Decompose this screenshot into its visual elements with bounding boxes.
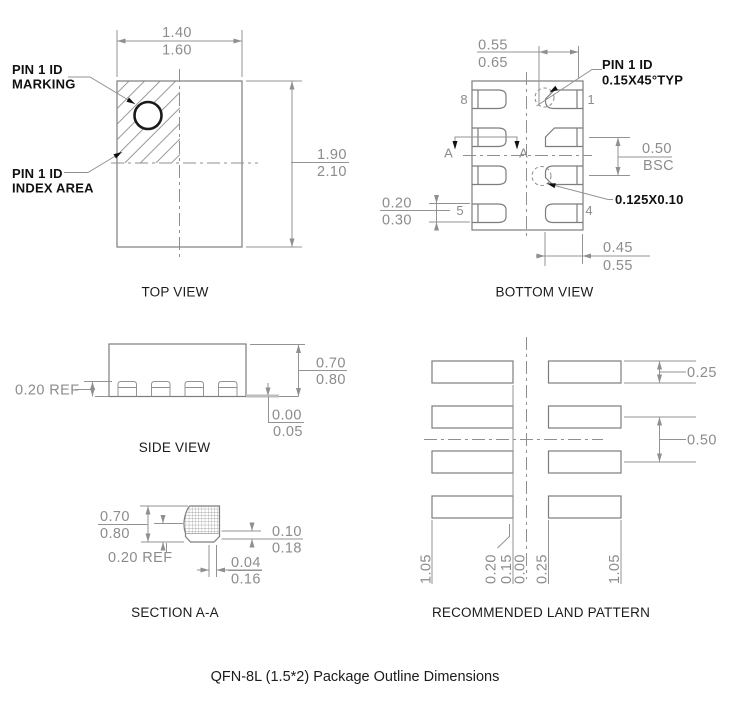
pin1-index-label-line1: PIN 1 ID: [12, 166, 63, 181]
land-dim-1-05-right: 1.05: [607, 554, 623, 584]
dim-standoff-max: 0.05: [273, 424, 303, 440]
pin-number-4: 4: [585, 203, 592, 218]
pin1-index-label-line2: INDEX AREA: [12, 181, 94, 196]
land-pad-height-label: 0.25: [687, 365, 717, 381]
section-aa: 0.70 0.80 0.20 REF 0.10 0.18: [98, 505, 303, 620]
top-view: 1.40 1.60 1.90 2.10 PIN 1 ID M: [12, 25, 349, 300]
land-pattern-extension-lines: [431, 385, 622, 584]
pad-width-dimension: 0.20 0.30: [380, 195, 470, 231]
dim-lead-thickness-max: 0.18: [272, 541, 302, 557]
dim-width-min: 1.60: [162, 43, 192, 59]
lead-section-outline: [183, 505, 221, 543]
pin-number-1: 1: [587, 92, 594, 107]
dim-height-min: 2.10: [317, 164, 347, 180]
lead-thickness-dimension: 0.10 0.18: [221, 522, 303, 557]
standoff-dimension: 0.00 0.05: [265, 383, 304, 440]
lead-height-dimension: 0.20 REF: [15, 381, 112, 399]
side-view-leads: [117, 381, 238, 397]
dim-lead-tip-max: 0.16: [231, 572, 261, 588]
side-view-title: SIDE VIEW: [139, 440, 211, 455]
right-pads: [544, 89, 583, 224]
section-cut-marker: A A: [444, 136, 528, 161]
land-pattern: 1.05 0.20 0.15 0.00 0.25 1.05 0.25 0.50 …: [419, 337, 717, 620]
pin1-marking-label-line1: PIN 1 ID: [12, 62, 63, 77]
corner-feature-detail-circle: [531, 166, 552, 186]
dim-lead-tip-min: 0.04: [231, 555, 261, 571]
land-pattern-bottom-dims: 1.05 0.20 0.15 0.00 0.25 1.05: [419, 554, 624, 584]
pad-length-dimension: 0.45 0.55: [536, 232, 650, 274]
dim-pad-width-min: 0.20: [382, 196, 412, 212]
top-view-title: TOP VIEW: [141, 285, 208, 300]
lead-section-hatched-body: [183, 506, 220, 534]
lead-ref-label: 0.20 REF: [15, 383, 79, 399]
pin1-id-label-line2: 0.15X45°TYP: [602, 73, 683, 88]
land-dim-0-25: 0.25: [535, 554, 551, 584]
land-pattern-title: RECOMMENDED LAND PATTERN: [432, 605, 650, 620]
land-dim-0-20: 0.20: [484, 554, 500, 584]
land-pitch-dimension: 0.50: [624, 416, 717, 463]
dim-standoff-min: 0.00: [272, 408, 302, 424]
corner-feature-leader: [546, 181, 613, 200]
dim-pitch-value: 0.50: [642, 141, 672, 157]
dim-section-height-max: 0.80: [100, 526, 130, 542]
pin1-index-leader: [64, 149, 124, 173]
pin1-chamfer-detail-circle: [534, 87, 555, 108]
pin1-id-label-line1: PIN 1 ID: [602, 57, 653, 72]
dim-body-height-min: 0.70: [316, 356, 346, 372]
section-height-dimension: 0.70 0.80: [98, 505, 188, 543]
section-lead-ref-dimension: 0.20 REF: [108, 515, 183, 566]
body-height-dimension: 0.70 0.80: [250, 344, 347, 397]
pin1-id-marking-circle: [133, 100, 163, 131]
section-marker-a-left: A: [444, 146, 453, 161]
dim-width-max: 1.40: [162, 25, 192, 41]
lead-tip-dimension: 0.04 0.16: [197, 545, 262, 588]
dim-section-height-min: 0.70: [100, 509, 130, 525]
dim-pitch-bsc: BSC: [643, 158, 674, 174]
pin1-id-leader: [536, 69, 602, 107]
left-pads: [471, 89, 507, 224]
pin-number-8: 8: [460, 92, 467, 107]
pin-number-5: 5: [456, 203, 463, 218]
land-dim-0-15: 0.15: [499, 554, 515, 584]
bottom-view-title: BOTTOM VIEW: [496, 285, 594, 300]
section-aa-title: SECTION A-A: [131, 605, 219, 620]
pin1-marking-leader: [68, 76, 137, 107]
top-view-width-dimension: 1.40 1.60: [116, 25, 243, 77]
dim-pin1-pad-min: 0.55: [478, 38, 508, 54]
drawing-caption: QFN-8L (1.5*2) Package Outline Dimension…: [211, 669, 500, 685]
pin1-pad-length-dimension: 0.55 0.65: [477, 38, 579, 104]
bottom-view-centerlines: [463, 72, 592, 238]
top-view-height-dimension: 1.90 2.10: [246, 80, 349, 248]
pin1-marking-label-line2: MARKING: [12, 77, 76, 92]
side-body-outline: [108, 343, 247, 398]
dim-pad-width-max: 0.30: [382, 213, 412, 229]
dim-pad-length-min: 0.45: [603, 240, 633, 256]
dim-pin1-pad-max: 0.65: [478, 55, 508, 71]
pitch-dimension: 0.50 BSC: [589, 137, 674, 176]
land-pad-height-dimension: 0.25: [624, 360, 717, 384]
land-dim-1-05-left: 1.05: [419, 554, 435, 584]
corner-feature-label: 0.125X0.10: [615, 192, 684, 207]
land-pitch-label: 0.50: [687, 433, 717, 449]
side-view: 0.20 REF 0.70 0.80 0.00 0.05 SIDE VIEW: [15, 343, 347, 455]
top-view-centerlines: [111, 69, 258, 258]
section-lead-ref-label: 0.20 REF: [108, 550, 172, 566]
land-dim-0-00: 0.00: [513, 554, 529, 584]
dim-lead-thickness-min: 0.10: [272, 524, 302, 540]
bottom-view: 8 1 5 4 A A 0.55 0.65 PIN 1 ID 0.15X45°T…: [380, 38, 684, 300]
dim-body-height-max: 0.80: [316, 372, 346, 388]
dim-height-max: 1.90: [317, 147, 347, 163]
section-marker-a-right: A: [519, 146, 528, 161]
dim-pad-length-max: 0.55: [603, 258, 633, 274]
